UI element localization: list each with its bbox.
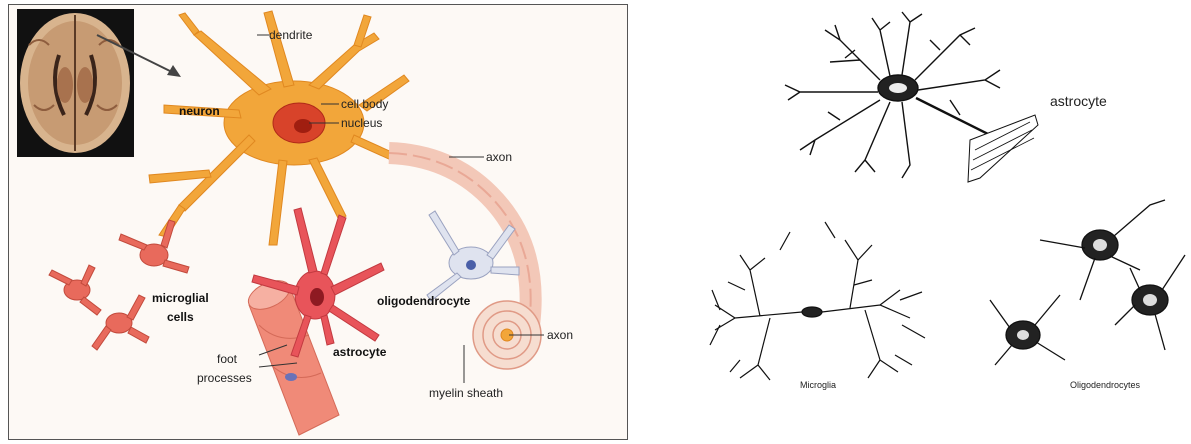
label-neuron: neuron — [179, 104, 220, 118]
label-axon-bottom: axon — [547, 328, 573, 342]
label-axon-top: axon — [486, 150, 512, 164]
label-myelin-sheath: myelin sheath — [429, 386, 503, 400]
astrocyte-drawing — [785, 12, 1038, 182]
microglia-drawing — [710, 222, 925, 380]
glial-ink-drawings: astrocyte Microglia Oligodendrocyt — [640, 0, 1191, 444]
oligodendrocytes-drawing — [990, 200, 1185, 365]
ink-canvas: astrocyte Microglia Oligodendrocyt — [640, 0, 1191, 444]
label-processes: processes — [197, 371, 252, 385]
label-microglial: microglial — [152, 291, 209, 305]
label-cell-body: cell body — [341, 97, 388, 111]
illustration-canvas: dendrite neuron cell body nucleus axon m… — [9, 5, 629, 441]
label-nucleus: nucleus — [341, 116, 382, 130]
label-microglia: Microglia — [800, 380, 836, 390]
label-astrocyte: astrocyte — [333, 345, 387, 359]
label-astrocyte-drawing: astrocyte — [1050, 93, 1107, 109]
label-oligodendrocyte: oligodendrocyte — [377, 294, 471, 308]
label-foot: foot — [217, 352, 238, 366]
label-oligodendrocytes: Oligodendrocytes — [1070, 380, 1141, 390]
glial-cells-illustration: dendrite neuron cell body nucleus axon m… — [8, 4, 628, 440]
brain-section-photo — [17, 9, 134, 157]
label-dendrite: dendrite — [269, 28, 313, 42]
microglial-cells — [49, 220, 189, 350]
label-cells: cells — [167, 310, 194, 324]
